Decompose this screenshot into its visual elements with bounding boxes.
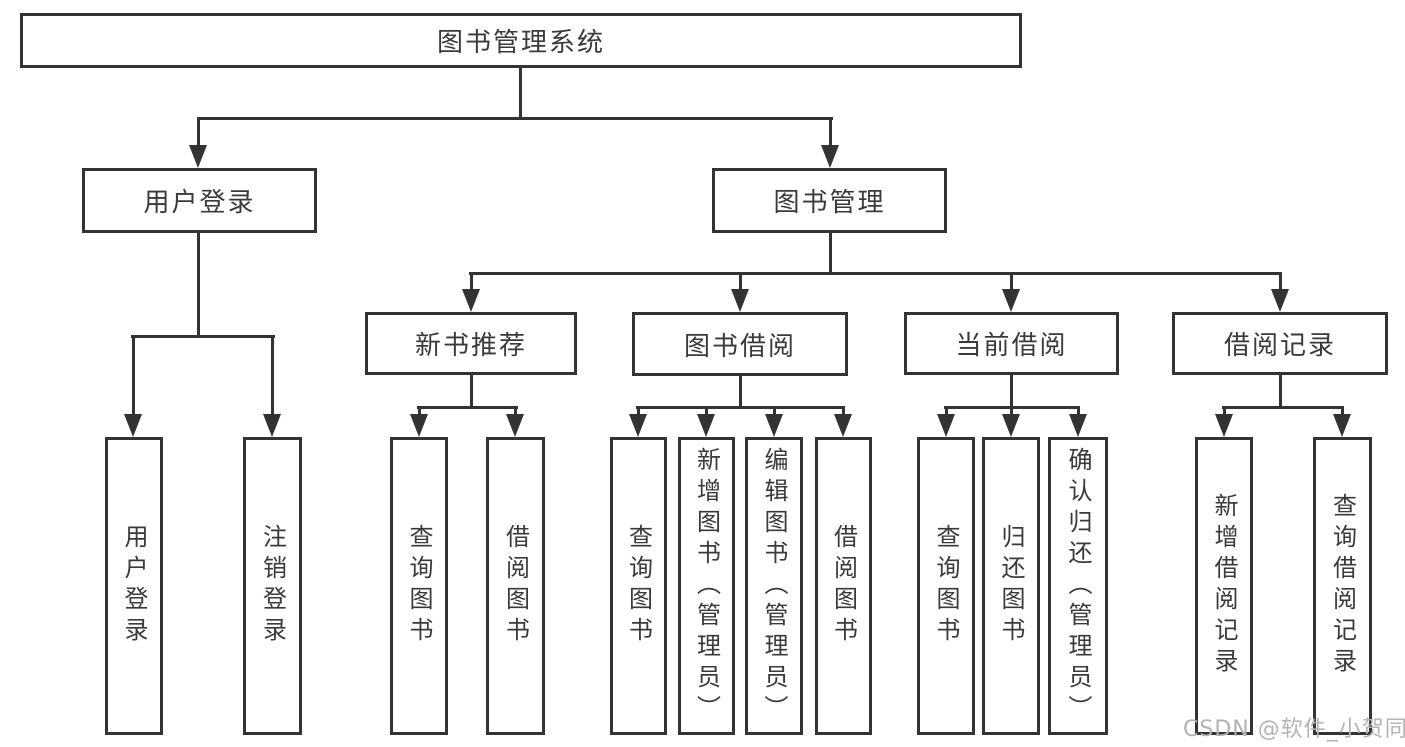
node-book-borrow: 图书借阅 bbox=[632, 312, 848, 376]
connector-book-borrow-rail bbox=[636, 406, 845, 409]
connector-arrow-shaft bbox=[705, 406, 708, 415]
arrow-down-icon bbox=[697, 414, 715, 437]
leaf-borrow-add-books-admin: 新增图书（管理员） bbox=[678, 437, 735, 735]
leaf-logout: 注销登录 bbox=[243, 437, 302, 735]
node-label: 查询图书 bbox=[624, 524, 653, 648]
node-label: 查询图书 bbox=[932, 524, 960, 648]
node-current-borrow: 当前借阅 bbox=[904, 312, 1119, 375]
node-label: 用户登录 bbox=[120, 524, 148, 648]
connector-arrow-shaft bbox=[829, 117, 832, 146]
connector-arrow-shaft bbox=[418, 406, 421, 415]
node-borrow-records: 借阅记录 bbox=[1172, 312, 1388, 375]
arrow-down-icon bbox=[765, 414, 783, 437]
node-user-login: 用户登录 bbox=[82, 168, 317, 233]
node-label: 查询借阅记录 bbox=[1328, 493, 1357, 679]
arrow-down-icon bbox=[189, 145, 207, 168]
connector-arrow-shaft bbox=[945, 406, 948, 415]
leaf-newbook-query-books: 查询图书 bbox=[390, 437, 448, 735]
connector-arrow-shaft bbox=[470, 272, 473, 290]
arrow-down-icon bbox=[1215, 414, 1233, 437]
arrow-down-icon bbox=[834, 414, 852, 437]
leaf-current-confirm-return-admin: 确认归还（管理员） bbox=[1048, 437, 1108, 735]
arrow-down-icon bbox=[821, 145, 839, 168]
leaf-borrow-edit-books-admin: 编辑图书（管理员） bbox=[745, 437, 803, 735]
connector-arrow-shaft bbox=[271, 335, 274, 414]
connector-arrow-shaft bbox=[132, 335, 135, 414]
connector-arrow-shaft bbox=[1077, 406, 1080, 415]
node-label: 借阅记录 bbox=[1223, 331, 1336, 361]
connector-borrow-records-stem bbox=[1279, 375, 1282, 409]
node-label: 图书管理 bbox=[773, 188, 886, 218]
node-new-book-recommend: 新书推荐 bbox=[365, 312, 577, 375]
connector-arrow-shaft bbox=[1010, 406, 1013, 415]
connector-root-stem bbox=[519, 68, 522, 119]
node-book-management: 图书管理 bbox=[712, 168, 947, 233]
connector-arrow-shaft bbox=[739, 272, 742, 290]
connector-arrow-shaft bbox=[514, 406, 517, 415]
connector-book-management-stem bbox=[829, 233, 832, 274]
leaf-records-add-borrow-record: 新增借阅记录 bbox=[1195, 437, 1253, 735]
node-label: 归还图书 bbox=[997, 524, 1025, 648]
leaf-user-login: 用户登录 bbox=[105, 437, 163, 735]
leaf-records-query-borrow-record: 查询借阅记录 bbox=[1313, 437, 1372, 735]
node-label: 查询图书 bbox=[405, 524, 433, 648]
connector-arrow-shaft bbox=[1341, 406, 1344, 415]
csdn-watermark: CSDN @软件_小贺同学 bbox=[1183, 717, 1405, 742]
arrow-down-icon bbox=[731, 289, 749, 312]
node-label: 确认归还（管理员） bbox=[1064, 446, 1092, 726]
connector-borrow-records-rail bbox=[1222, 406, 1344, 409]
node-label: 编辑图书（管理员） bbox=[760, 446, 788, 726]
leaf-newbook-borrow-books: 借阅图书 bbox=[486, 437, 545, 735]
connector-book-borrow-stem bbox=[739, 376, 742, 409]
connector-user-login-stem bbox=[197, 233, 200, 338]
node-label: 新书推荐 bbox=[414, 331, 527, 361]
leaf-borrow-query-books: 查询图书 bbox=[610, 437, 667, 735]
connector-arrow-shaft bbox=[1279, 272, 1282, 290]
connector-arrow-shaft bbox=[1010, 272, 1013, 290]
connector-user-login-rail bbox=[131, 335, 275, 338]
connector-arrow-shaft bbox=[1223, 406, 1226, 415]
connector-level1-rail bbox=[197, 117, 833, 120]
connector-level3-rail bbox=[469, 272, 1282, 275]
arrow-down-icon bbox=[937, 414, 955, 437]
node-label: 新增图书（管理员） bbox=[692, 446, 721, 726]
arrow-down-icon bbox=[1002, 414, 1020, 437]
connector-arrow-shaft bbox=[842, 406, 845, 415]
leaf-current-query-books: 查询图书 bbox=[917, 437, 975, 735]
arrow-down-icon bbox=[1271, 289, 1289, 312]
node-label: 借阅图书 bbox=[829, 524, 858, 648]
arrow-down-icon bbox=[124, 414, 142, 437]
leaf-borrow-borrow-books: 借阅图书 bbox=[815, 437, 872, 735]
arrow-down-icon bbox=[1002, 289, 1020, 312]
node-label: 图书借阅 bbox=[683, 331, 796, 362]
arrow-down-icon bbox=[1069, 414, 1087, 437]
arrow-down-icon bbox=[263, 414, 281, 437]
node-label: 借阅图书 bbox=[501, 524, 530, 648]
arrow-down-icon bbox=[1333, 414, 1351, 437]
leaf-current-return-books: 归还图书 bbox=[982, 437, 1040, 735]
node-label: 图书管理系统 bbox=[436, 28, 605, 58]
arrow-down-icon bbox=[629, 414, 647, 437]
arrow-down-icon bbox=[506, 414, 524, 437]
node-label: 注销登录 bbox=[258, 524, 287, 648]
arrow-down-icon bbox=[462, 289, 480, 312]
connector-new-book-rail bbox=[417, 406, 518, 409]
node-label: 当前借阅 bbox=[955, 331, 1068, 361]
connector-arrow-shaft bbox=[637, 406, 640, 415]
node-root-library-management-system: 图书管理系统 bbox=[20, 13, 1022, 68]
arrow-down-icon bbox=[410, 414, 428, 437]
connector-new-book-stem bbox=[470, 375, 473, 409]
connector-current-borrow-stem bbox=[1010, 375, 1013, 409]
connector-arrow-shaft bbox=[773, 406, 776, 415]
node-label: 用户登录 bbox=[143, 188, 256, 218]
connector-arrow-shaft bbox=[197, 117, 200, 146]
node-label: 新增借阅记录 bbox=[1210, 493, 1238, 679]
